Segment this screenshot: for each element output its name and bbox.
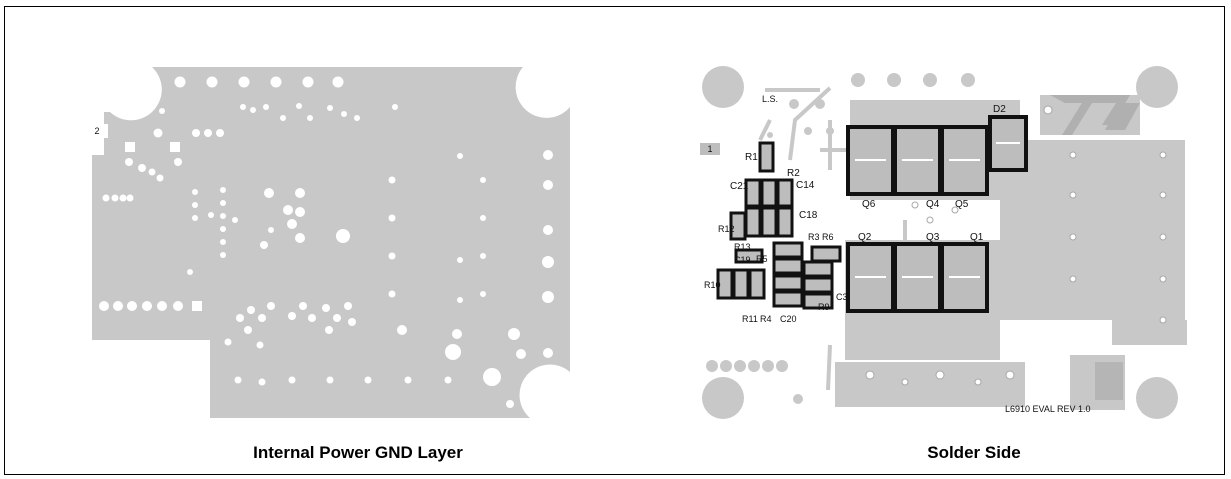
top-silk-text: L.S. (762, 94, 778, 104)
label-c20: C20 (780, 314, 797, 324)
label-r2: R2 (787, 168, 800, 179)
caption-internal-power-gnd-layer: Internal Power GND Layer (253, 443, 463, 462)
mounting-holes (702, 66, 1178, 419)
label-q5: Q5 (955, 199, 969, 210)
label-r6: R6 (822, 232, 834, 242)
label-c3: C3 (836, 292, 848, 302)
label-q2: Q2 (858, 232, 872, 243)
label-q3: Q3 (926, 232, 940, 243)
label-r1: R1 (745, 152, 758, 163)
layer-marker-box (86, 124, 108, 138)
label-q4: Q4 (926, 199, 940, 210)
top-vias (706, 73, 1022, 404)
mosfet-tab-lines (855, 142, 1020, 278)
mosfets (846, 115, 1028, 313)
solder-side-panel: 1 L.S. L6910 EVAL REV 1.0 D2 R1 R2 C21 C… (700, 66, 1187, 419)
label-r12: R12 (718, 224, 735, 234)
st-logo (1050, 95, 1140, 135)
gnd-layer-panel: 2 (86, 67, 570, 418)
label-c21: C21 (730, 181, 749, 192)
gnd-plane-holes (99, 76, 554, 408)
layer-marker-box-right (700, 143, 720, 155)
board-revision-text: L6910 EVAL REV 1.0 (1005, 404, 1091, 414)
layer-marker: 2 (94, 126, 99, 136)
label-r5: R5 (756, 254, 768, 264)
label-d2: D2 (993, 104, 1006, 115)
layer-marker-right: 1 (707, 144, 712, 154)
label-r11: R11 (742, 314, 758, 324)
label-q6: Q6 (862, 199, 876, 210)
label-c19: C19 (734, 255, 751, 265)
label-c14: C14 (796, 180, 815, 191)
label-r10: R10 (704, 280, 721, 290)
caption-solder-side: Solder Side (927, 443, 1021, 462)
label-c18: C18 (799, 210, 818, 221)
label-r4: R4 (760, 314, 772, 324)
smd-components (716, 141, 842, 310)
label-r9: R9 (818, 302, 830, 312)
label-r3: R3 (808, 232, 820, 242)
label-r13: R13 (734, 242, 751, 252)
gnd-plane (92, 67, 570, 418)
label-q1: Q1 (970, 232, 984, 243)
copper-vias (865, 105, 1167, 386)
